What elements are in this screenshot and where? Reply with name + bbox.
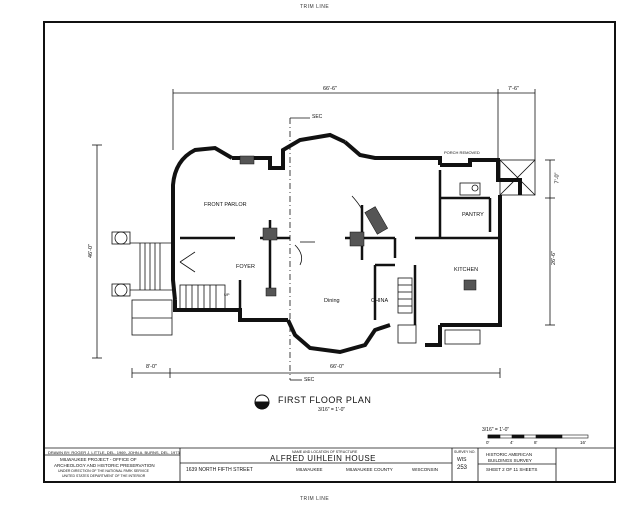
room-dining: Dining xyxy=(324,298,340,304)
room-foyer: FOYER xyxy=(236,264,255,270)
trim-line-bottom: TRIM LINE xyxy=(300,496,330,502)
structure-address: 1639 NORTH FIFTH STREET xyxy=(186,467,253,473)
survey-no-label: SURVEY NO. xyxy=(454,450,476,454)
plan-scale: 3/16" = 1'-0" xyxy=(318,407,346,413)
dim-right-lower: 26'-6" xyxy=(551,250,558,266)
dim-left-side: 46'-0" xyxy=(88,243,95,259)
stair-up-label: UP xyxy=(224,292,230,297)
habs-line-1: HISTORIC AMERICAN xyxy=(486,452,533,457)
section-mark-bottom: SEC xyxy=(304,377,315,383)
porch-removed-label: PORCH REMOVED xyxy=(444,150,480,155)
scale-bar xyxy=(487,434,589,439)
dim-bottom-main: 66'-0" xyxy=(330,364,345,370)
room-front-parlor: FRONT PARLOR xyxy=(204,202,247,208)
drawing-sheet-border xyxy=(43,21,616,483)
dim-bottom-left: 8'-0" xyxy=(146,364,157,370)
dim-right-top: 7'-6" xyxy=(508,86,519,92)
scale-tick-8: 8' xyxy=(534,440,538,445)
structure-city: MILWAUKEE xyxy=(296,467,323,472)
office-line-3: UNDER DIRECTION OF THE NATIONAL PARK SER… xyxy=(58,469,150,473)
office-line-2: ARCHEOLOGY AND HISTORIC PRESERVATION xyxy=(54,463,155,468)
section-mark-top: SEC xyxy=(312,114,323,120)
dim-overall-width: 66'-6" xyxy=(323,86,338,92)
plan-title: FIRST FLOOR PLAN xyxy=(278,395,372,405)
drawn-by: DRAWN BY: ROGER J. LITTLE, DEL. 1969, JO… xyxy=(48,450,180,455)
structure-state: WISCONSIN xyxy=(412,467,439,472)
structure-name-label: NAME AND LOCATION OF STRUCTURE xyxy=(292,450,358,454)
survey-state: WIS xyxy=(457,457,467,463)
office-line-1: MILWAUKEE PROJECT - OFFICE OF xyxy=(60,457,137,462)
sheet-number: SHEET 2 OF 11 SHEETS xyxy=(486,467,538,472)
room-pantry: PANTRY xyxy=(462,212,484,218)
habs-line-2: BUILDINGS SURVEY xyxy=(488,458,532,463)
scale-tick-0: 0' xyxy=(486,440,490,445)
section-symbol xyxy=(254,394,270,410)
room-china: CHINA xyxy=(371,298,389,304)
scale-bar-label: 3/16" = 1'-0" xyxy=(482,427,510,433)
dim-right-upper: 7'-0" xyxy=(554,172,561,184)
office-line-4: UNITED STATES DEPARTMENT OF THE INTERIOR xyxy=(62,474,146,478)
scale-tick-4: 4' xyxy=(510,440,514,445)
survey-number: 253 xyxy=(457,465,468,471)
room-kitchen: KITCHEN xyxy=(454,267,479,273)
structure-county: MILWAUKEE COUNTY xyxy=(346,467,393,472)
structure-name: ALFRED UIHLEIN HOUSE xyxy=(270,454,377,463)
trim-line-top: TRIM LINE xyxy=(300,4,330,10)
scale-tick-16: 16' xyxy=(580,440,586,445)
